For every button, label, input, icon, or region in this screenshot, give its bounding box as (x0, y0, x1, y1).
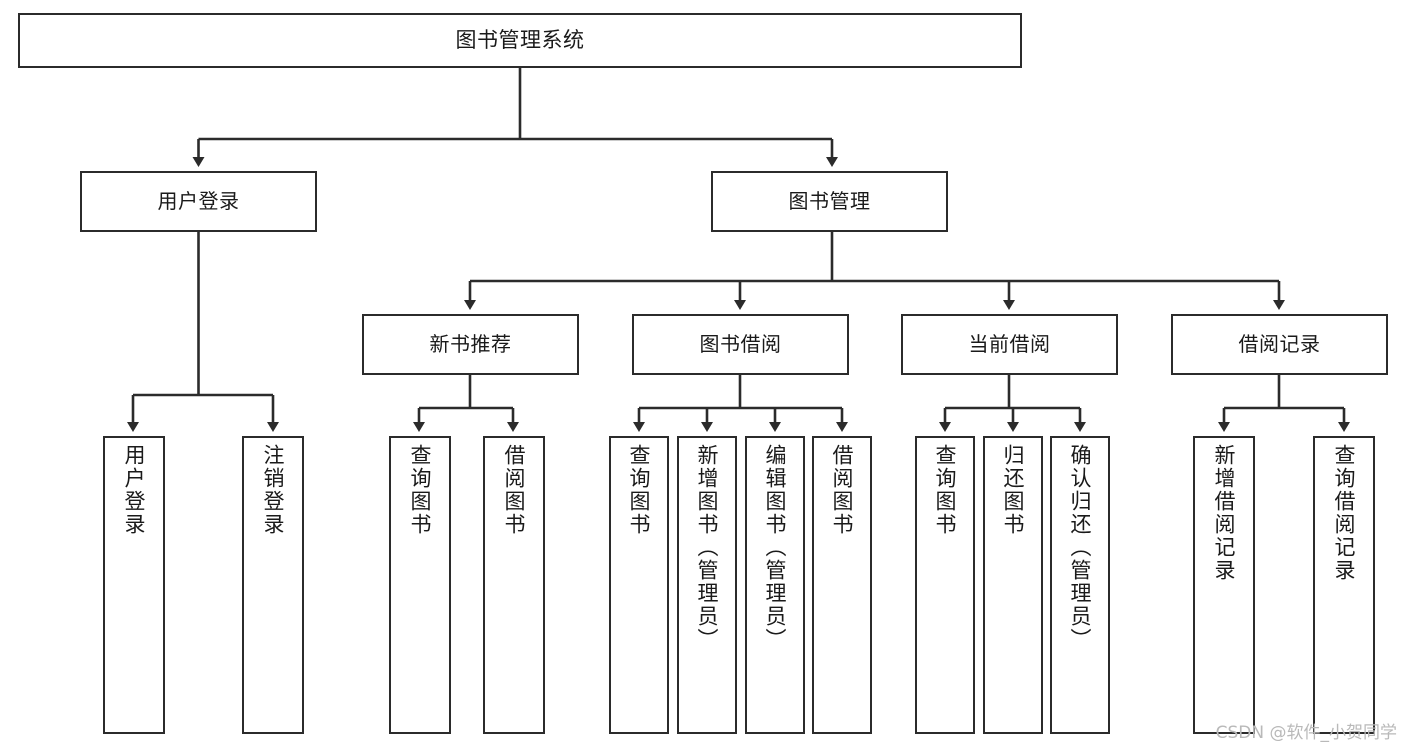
node-leaf-borrow-book-2[interactable]: 借阅图书 (812, 436, 872, 734)
node-leaf-edit-book-label: 编辑图书（管理员） (763, 444, 788, 651)
csdn-watermark: CSDN @软件_小贺同学 (1215, 723, 1397, 743)
node-borrow-record[interactable]: 借阅记录 (1171, 314, 1388, 375)
node-book-borrow[interactable]: 图书借阅 (632, 314, 849, 375)
node-leaf-borrow-book-1-label: 借阅图书 (502, 444, 527, 536)
node-leaf-user-login[interactable]: 用户登录 (103, 436, 165, 734)
node-leaf-add-book-label: 新增图书（管理员） (695, 444, 720, 651)
node-leaf-query-book-3[interactable]: 查询图书 (915, 436, 975, 734)
node-leaf-return-book-label: 归还图书 (1001, 444, 1026, 536)
node-leaf-return-book[interactable]: 归还图书 (983, 436, 1043, 734)
node-borrow-record-label: 借阅记录 (1238, 332, 1321, 357)
node-book-manage[interactable]: 图书管理 (711, 171, 948, 232)
node-user-login-label: 用户登录 (157, 189, 240, 214)
node-leaf-user-logout-label: 注销登录 (261, 444, 286, 536)
node-leaf-confirm-return-label: 确认归还（管理员） (1068, 444, 1093, 651)
node-leaf-add-record[interactable]: 新增借阅记录 (1193, 436, 1255, 734)
node-leaf-add-record-label: 新增借阅记录 (1212, 444, 1237, 582)
node-root[interactable]: 图书管理系统 (18, 13, 1022, 68)
node-current-borrow[interactable]: 当前借阅 (901, 314, 1118, 375)
node-leaf-borrow-book-1[interactable]: 借阅图书 (483, 436, 545, 734)
node-leaf-user-login-label: 用户登录 (122, 444, 147, 536)
node-new-book-rec-label: 新书推荐 (429, 332, 512, 357)
node-leaf-query-book-1-label: 查询图书 (408, 444, 433, 536)
node-leaf-query-book-3-label: 查询图书 (933, 444, 958, 536)
node-leaf-user-logout[interactable]: 注销登录 (242, 436, 304, 734)
node-leaf-query-record[interactable]: 查询借阅记录 (1313, 436, 1375, 734)
node-current-borrow-label: 当前借阅 (968, 332, 1051, 357)
node-new-book-rec[interactable]: 新书推荐 (362, 314, 579, 375)
node-book-manage-label: 图书管理 (788, 189, 871, 214)
node-user-login[interactable]: 用户登录 (80, 171, 317, 232)
node-root-label: 图书管理系统 (455, 27, 585, 52)
node-leaf-borrow-book-2-label: 借阅图书 (830, 444, 855, 536)
node-leaf-confirm-return[interactable]: 确认归还（管理员） (1050, 436, 1110, 734)
node-book-borrow-label: 图书借阅 (699, 332, 782, 357)
node-leaf-query-book-2[interactable]: 查询图书 (609, 436, 669, 734)
node-leaf-query-record-label: 查询借阅记录 (1332, 444, 1357, 582)
node-leaf-query-book-2-label: 查询图书 (627, 444, 652, 536)
node-leaf-query-book-1[interactable]: 查询图书 (389, 436, 451, 734)
node-leaf-add-book[interactable]: 新增图书（管理员） (677, 436, 737, 734)
node-leaf-edit-book[interactable]: 编辑图书（管理员） (745, 436, 805, 734)
